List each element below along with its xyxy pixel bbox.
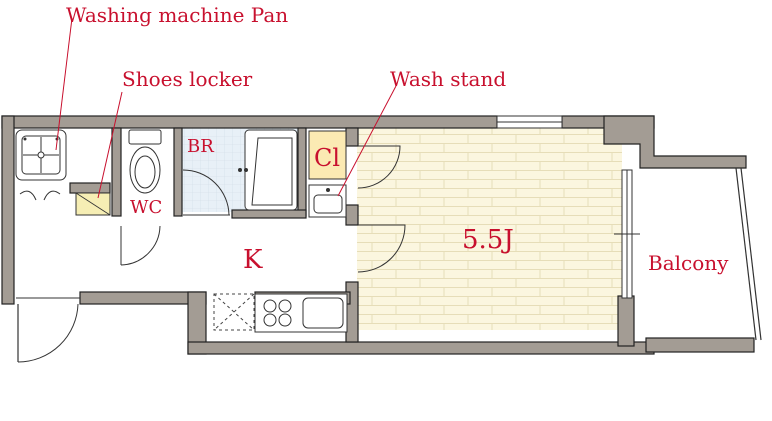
wash-stand-label: Wash stand — [390, 67, 506, 91]
room-size-label: 5.5J — [462, 225, 514, 255]
toilet-label: WC — [130, 197, 162, 218]
washing-machine-pan-label: Washing machine Pan — [66, 3, 288, 27]
wash-stand-fixture — [308, 184, 347, 218]
balcony-window — [614, 169, 640, 299]
entrance-door — [16, 297, 80, 363]
top-window — [496, 115, 563, 129]
living-room-floor — [357, 128, 622, 330]
living-door-upper — [357, 145, 401, 189]
kitchen-label: K — [243, 245, 263, 275]
washing-machine-pan — [15, 129, 67, 181]
folding-door — [19, 190, 61, 201]
kitchen-sink — [302, 297, 344, 329]
closet-label: Cl — [314, 144, 340, 172]
bathroom-door — [182, 169, 230, 216]
toilet — [128, 129, 162, 194]
balcony-railing — [735, 167, 762, 341]
shoes-locker-label: Shoes locker — [122, 67, 253, 91]
wc-door — [120, 225, 161, 266]
bathtub — [238, 129, 298, 211]
refrigerator-space — [213, 293, 255, 331]
stove — [263, 299, 292, 327]
leader-lines — [55, 17, 397, 199]
balcony-label: Balcony — [648, 251, 729, 275]
bathroom-label: BR — [187, 136, 214, 157]
living-door-lower — [357, 224, 406, 273]
closet — [308, 130, 347, 180]
